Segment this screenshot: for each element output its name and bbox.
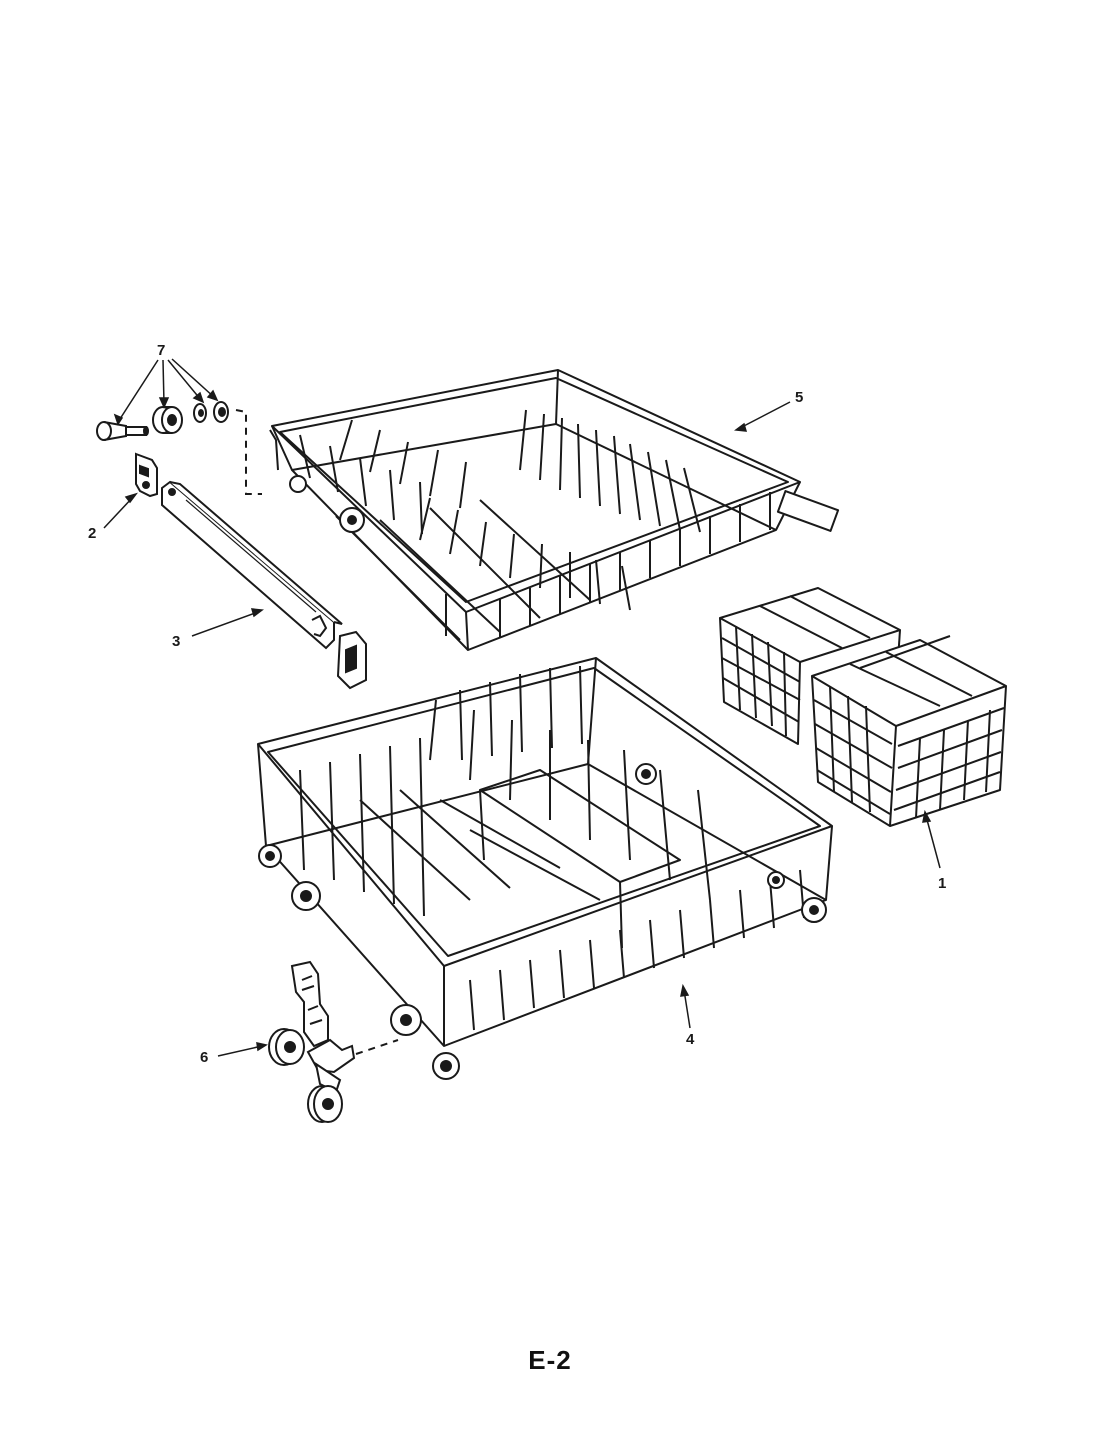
- leader-lines-7: [113, 358, 219, 426]
- leader-line-4: [680, 983, 691, 1029]
- callout-3: 3: [172, 633, 180, 650]
- wheel: [258, 844, 282, 868]
- callout-6: 6: [200, 1049, 208, 1066]
- wheel: [767, 871, 785, 889]
- page-label: E-2: [528, 1345, 572, 1375]
- callout-2: 2: [88, 525, 96, 542]
- part-3-rack-slide-rail: [161, 480, 367, 690]
- callout-5: 5: [795, 389, 803, 406]
- leader-line-6: [217, 1042, 268, 1057]
- leader-line-3: [191, 608, 264, 637]
- part-6-wheel-bracket: [268, 960, 399, 1123]
- leader-line-1: [922, 809, 941, 869]
- part-5-upper-rack: [269, 369, 840, 651]
- wheel: [291, 881, 321, 911]
- washer-2: [213, 401, 229, 423]
- roller-wheel: [152, 406, 183, 434]
- callout-4: 4: [686, 1031, 695, 1048]
- callout-7: 7: [157, 342, 165, 359]
- leader-line-5: [734, 401, 791, 432]
- lower-rack-wheels: [258, 763, 827, 1080]
- washer-1: [193, 403, 207, 423]
- roller-stud: [96, 421, 149, 441]
- wheel-6-upper: [268, 1028, 305, 1066]
- wheel-6-lower: [307, 1085, 343, 1123]
- leader-line-2: [103, 492, 138, 529]
- part-4-lower-rack: [257, 657, 833, 1047]
- wheel: [635, 763, 657, 785]
- part-7-roller-hardware: [96, 401, 262, 495]
- wheel: [432, 1052, 460, 1080]
- wheel: [390, 1004, 422, 1036]
- callout-1: 1: [938, 875, 946, 892]
- part-2-rail-end-cap: [135, 452, 158, 498]
- part-1-silverware-basket: [719, 587, 1007, 827]
- wheel: [801, 897, 827, 923]
